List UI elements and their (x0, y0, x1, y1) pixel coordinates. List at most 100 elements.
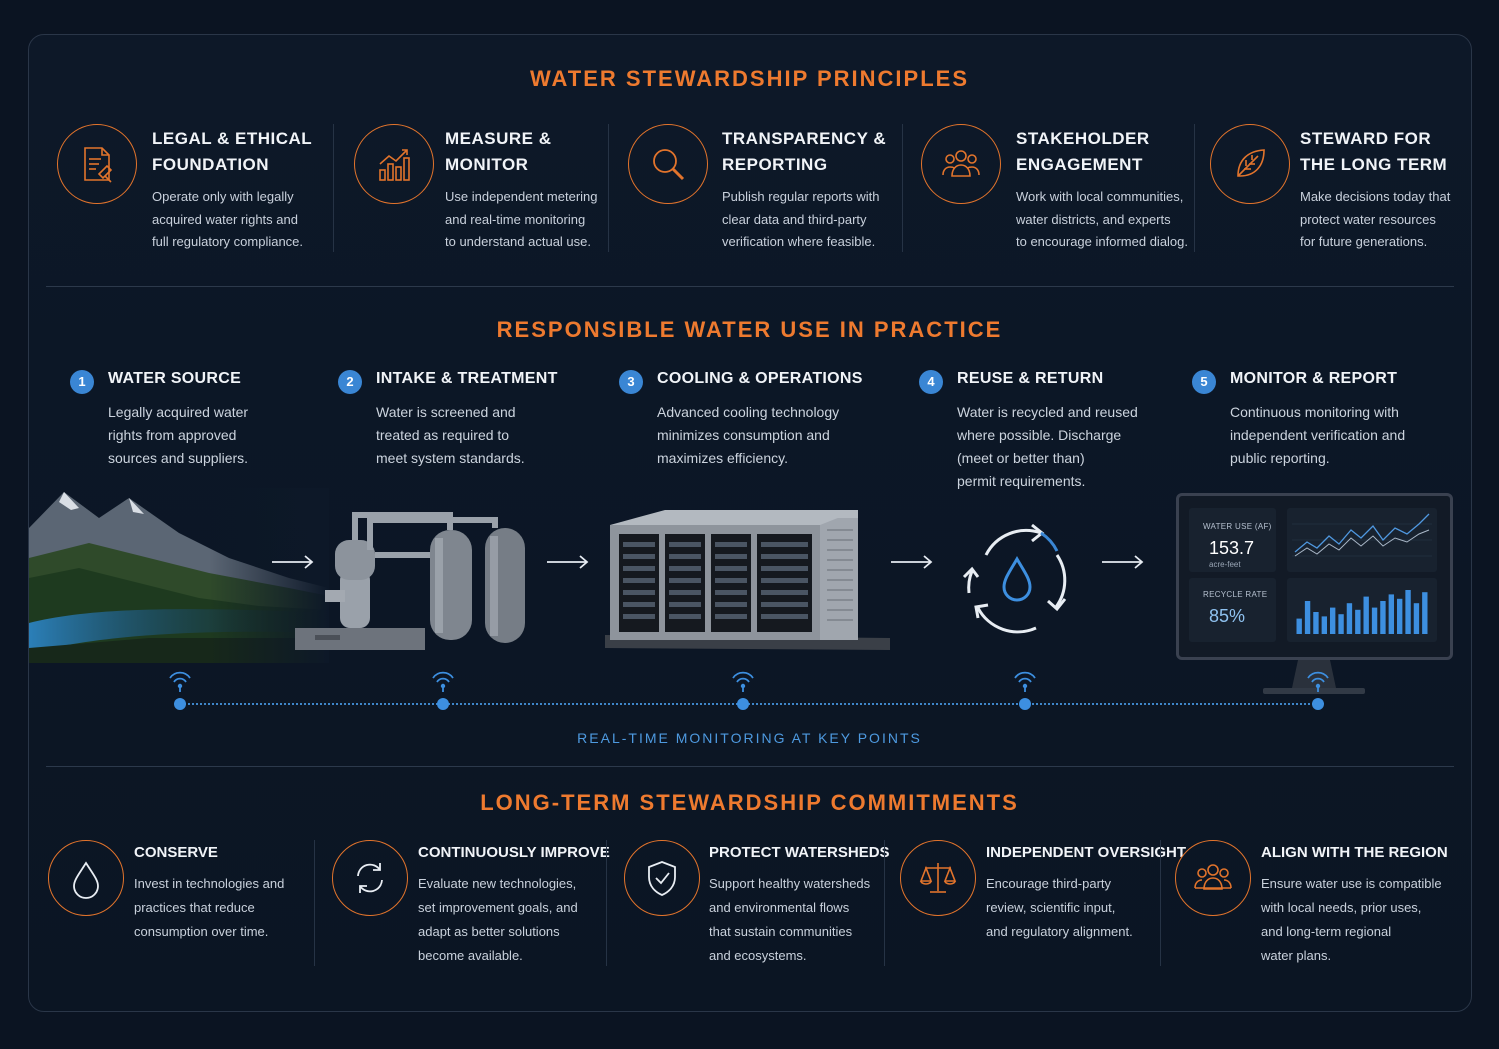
commitment-region: ALIGN WITH THE REGION Ensure water use i… (1175, 840, 1460, 970)
commitment-description: Evaluate new technologies,set improvemen… (418, 876, 578, 963)
water-drop-icon (48, 840, 124, 916)
legal-document-icon (57, 124, 137, 204)
dashboard-bar (1321, 616, 1327, 634)
step-title: COOLING & OPERATIONS (657, 370, 863, 387)
commitment-title: CONTINUOUSLY IMPROVE (418, 844, 610, 861)
principle-description: Work with local communities,water distri… (1016, 189, 1189, 249)
monitoring-point (1312, 698, 1324, 710)
refresh-cycle-icon (332, 840, 408, 916)
recycle-rate-card: RECYCLE RATE 85% (1189, 578, 1276, 642)
usage-bar-chart (1296, 590, 1428, 634)
dashboard-bar (1355, 609, 1361, 634)
step-number: 4 (919, 370, 943, 394)
flow-arrow-icon (891, 555, 933, 569)
monitoring-line (180, 703, 1318, 705)
growth-chart-icon (354, 124, 434, 204)
dashboard-bar (1338, 614, 1344, 634)
flow-arrow-icon (272, 555, 314, 569)
shield-check-icon (624, 840, 700, 916)
step-title: MONITOR & REPORT (1230, 370, 1398, 387)
bar-chart-panel (1287, 578, 1437, 642)
water-use-card: WATER USE (AF) 153.7 acre-feet (1189, 508, 1276, 572)
commitment-improve: CONTINUOUSLY IMPROVE Evaluate new techno… (332, 840, 610, 970)
dashboard-monitor: WATER USE (AF) 153.7 acre-feet RECYCLE R… (1176, 493, 1453, 660)
dashboard-bar (1397, 598, 1403, 634)
line-chart-panel (1287, 508, 1437, 572)
divider (46, 766, 1454, 767)
balance-scale-icon (900, 840, 976, 916)
sensor-signal-icon (432, 671, 454, 692)
flow-arrow-icon (547, 555, 589, 569)
step-title: INTAKE & TREATMENT (376, 370, 558, 387)
practice-title: RESPONSIBLE WATER USE IN PRACTICE (496, 317, 1003, 342)
dashboard-bar (1313, 612, 1319, 634)
step-number: 5 (1192, 370, 1216, 394)
recycle-water-icon (962, 523, 1067, 634)
principle-measure: MEASURE &MONITOR Use independent meterin… (354, 120, 604, 255)
principle-title: TRANSPARENCY &REPORTING (722, 129, 887, 174)
principle-title: MEASURE &MONITOR (445, 129, 552, 174)
water-use-unit: acre-feet (1209, 560, 1241, 569)
dashboard-bar (1330, 607, 1336, 634)
step-number: 1 (70, 370, 94, 394)
step-number: 3 (619, 370, 643, 394)
mountain-river-illustration (29, 488, 329, 663)
monitoring-point (737, 698, 749, 710)
recycle-rate-label: RECYCLE RATE (1203, 590, 1268, 599)
water-use-label: WATER USE (AF) (1203, 522, 1272, 531)
commitment-title: ALIGN WITH THE REGION (1261, 844, 1448, 861)
commitment-title: PROTECT WATERSHEDS (709, 844, 890, 861)
dashboard-bar (1380, 601, 1386, 634)
series-line-blue (1294, 513, 1430, 553)
commitment-title: CONSERVE (134, 844, 218, 861)
dashboard-bar (1388, 594, 1394, 634)
leaf-icon (1210, 124, 1290, 204)
step-title: WATER SOURCE (108, 370, 242, 387)
dashboard-bar (1296, 618, 1302, 634)
commitment-watersheds: PROTECT WATERSHEDS Support healthy water… (624, 840, 890, 970)
principles-title: WATER STEWARDSHIP PRINCIPLES (529, 66, 969, 91)
principle-transparency: TRANSPARENCY &REPORTING Publish regular … (628, 120, 898, 255)
monitoring-point (174, 698, 186, 710)
people-group-icon (921, 124, 1001, 204)
dashboard-bar (1405, 590, 1411, 634)
commitment-title: INDEPENDENT OVERSIGHT (986, 844, 1187, 861)
monitoring-point (437, 698, 449, 710)
commitments-title: LONG-TERM STEWARDSHIP COMMITMENTS (480, 790, 1019, 815)
dashboard-bar (1371, 607, 1378, 634)
dashboard-bar (1346, 603, 1353, 634)
community-icon (1175, 840, 1251, 916)
commitment-oversight: INDEPENDENT OVERSIGHT Encourage third-pa… (900, 840, 1186, 970)
data-center-illustration (605, 510, 890, 650)
dashboard-bar (1304, 601, 1311, 634)
sensor-signal-icon (1307, 671, 1329, 692)
step-number: 2 (338, 370, 362, 394)
treatment-plant-illustration (295, 512, 525, 650)
magnifier-icon (628, 124, 708, 204)
dashboard-bar (1422, 592, 1428, 634)
dashboard-bar (1363, 596, 1369, 634)
monitoring-label: REAL-TIME MONITORING AT KEY POINTS (577, 730, 922, 746)
recycle-rate-value: 85% (1209, 606, 1246, 626)
sensor-signal-icon (732, 671, 754, 692)
series-line-grey (1294, 529, 1430, 557)
water-use-value: 153.7 (1209, 538, 1255, 558)
step-title: REUSE & RETURN (957, 370, 1104, 387)
